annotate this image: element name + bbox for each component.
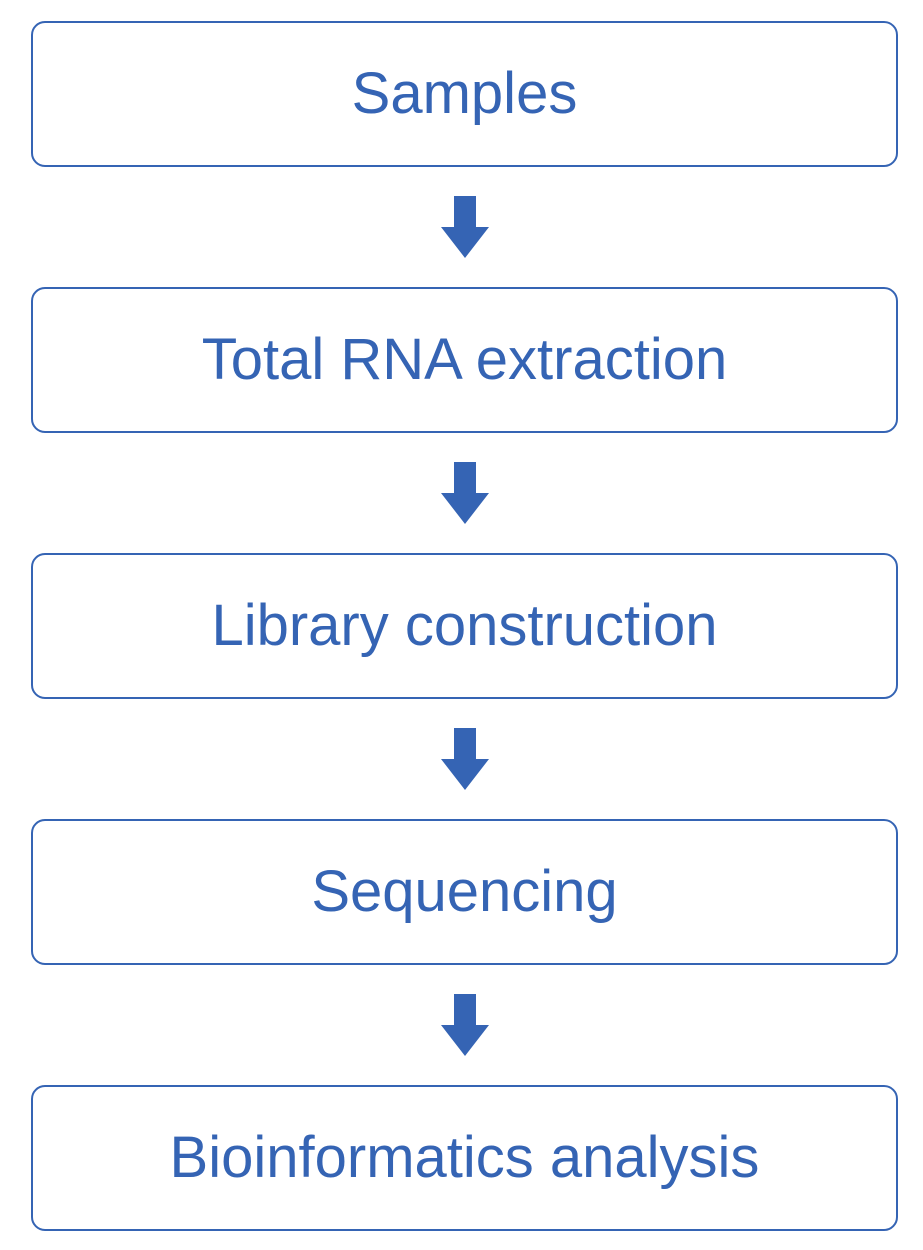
- step-box-total-rna-extraction: Total RNA extraction: [31, 287, 898, 433]
- step-label: Sequencing: [311, 859, 618, 924]
- step-label: Samples: [351, 61, 578, 126]
- step-box-samples: Samples: [31, 21, 898, 167]
- down-arrow-icon: [441, 196, 489, 258]
- step-label: Bioinformatics analysis: [169, 1125, 760, 1190]
- step-label: Total RNA extraction: [201, 327, 728, 392]
- step-box-sequencing: Sequencing: [31, 819, 898, 965]
- down-arrow-icon: [441, 462, 489, 524]
- step-label: Library construction: [211, 593, 718, 658]
- step-box-bioinformatics-analysis: Bioinformatics analysis: [31, 1085, 898, 1231]
- down-arrow-icon: [441, 728, 489, 790]
- step-box-library-construction: Library construction: [31, 553, 898, 699]
- down-arrow-icon: [441, 994, 489, 1056]
